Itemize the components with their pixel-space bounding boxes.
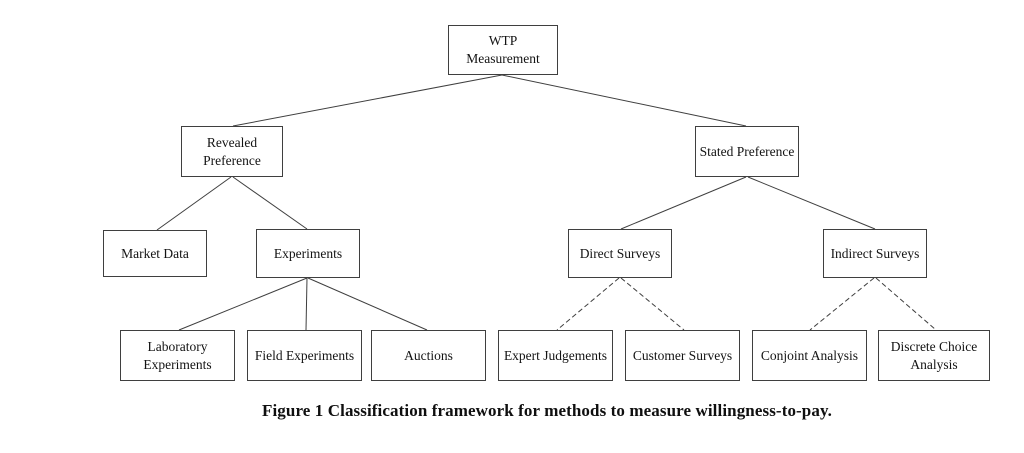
edge-root-stated [501, 74, 747, 127]
node-customer-surveys: Customer Surveys [625, 330, 740, 381]
node-field-experiments: Field Experiments [247, 330, 362, 381]
edge-root-revealed [232, 74, 503, 127]
node-laboratory-experiments: Laboratory Experiments [120, 330, 235, 381]
node-market-data: Market Data [103, 230, 207, 277]
node-direct-surveys: Direct Surveys [568, 229, 672, 278]
node-auctions: Auctions [371, 330, 486, 381]
edge-stated-direct-surveys [620, 176, 747, 230]
node-experiments: Experiments [256, 229, 360, 278]
edge-direct-customer [620, 277, 685, 331]
figure-caption: Figure 1 Classification framework for me… [262, 401, 832, 420]
node-discrete-choice-analysis: Discrete Choice Analysis [878, 330, 990, 381]
node-revealed-preference: Revealed Preference [181, 126, 283, 177]
edge-revealed-market-data [156, 176, 232, 231]
edge-indirect-discrete [875, 277, 937, 331]
edge-direct-expert [556, 277, 620, 331]
node-expert-judgements: Expert Judgements [498, 330, 613, 381]
node-stated-preference: Stated Preference [695, 126, 799, 177]
edge-stated-indirect-surveys [747, 176, 876, 230]
edge-experiments-field [305, 277, 308, 331]
edge-revealed-experiments [232, 176, 308, 230]
node-indirect-surveys: Indirect Surveys [823, 229, 927, 278]
edge-experiments-laboratory [178, 277, 308, 331]
edge-indirect-conjoint [809, 277, 875, 331]
node-conjoint-analysis: Conjoint Analysis [752, 330, 867, 381]
edge-experiments-auctions [307, 277, 428, 331]
node-wtp-measurement: WTP Measurement [448, 25, 558, 75]
